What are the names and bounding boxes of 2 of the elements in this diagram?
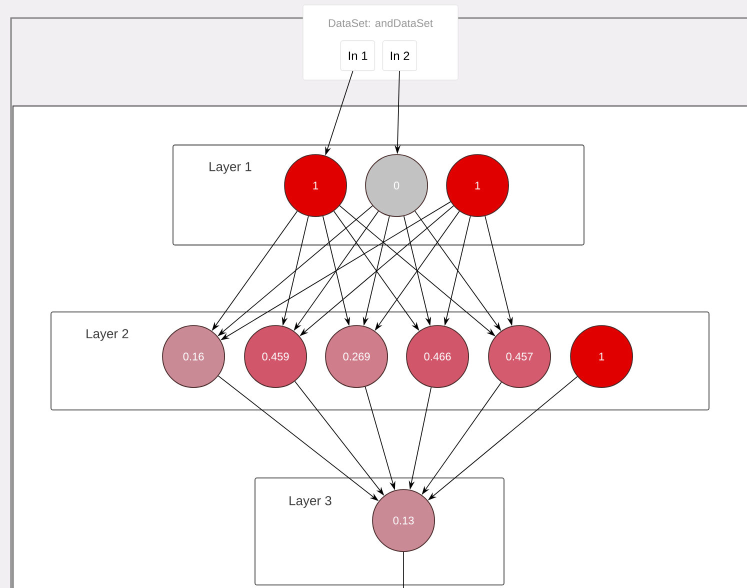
input-box: In 1 <box>340 40 375 71</box>
input-box: In 2 <box>382 40 417 71</box>
